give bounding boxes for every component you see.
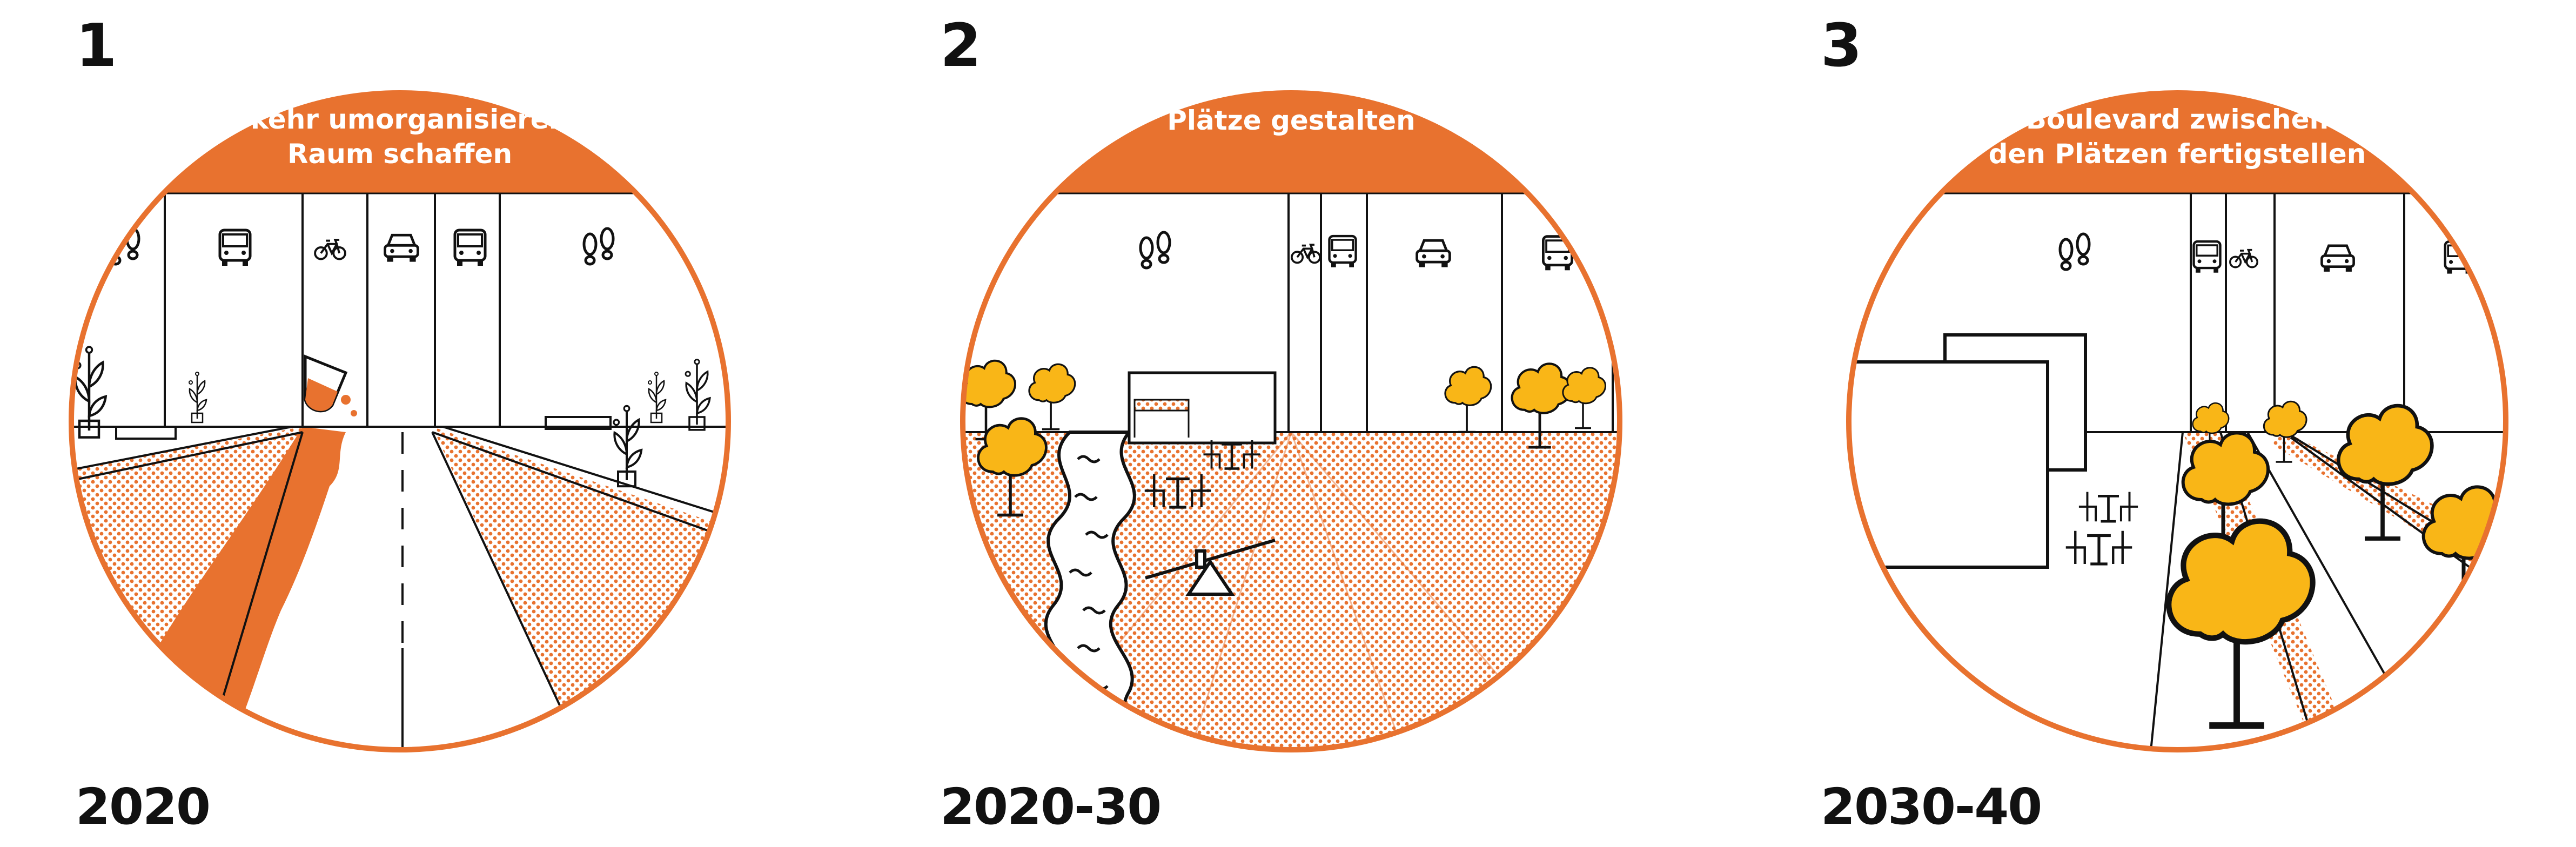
panel-1-title-line-2: Raum schaffen: [287, 138, 512, 170]
panel-2-illustration: [963, 93, 1620, 750]
period-label-2: 2020-30: [940, 778, 1162, 836]
panel-2-title-line-1: Plätze gestalten: [1167, 105, 1416, 136]
paint-bucket-icon: [304, 354, 357, 416]
panel-3-illustration: [1849, 93, 2506, 750]
cafe-table-icon: [1204, 440, 1260, 469]
cafe-table-icon: [2066, 531, 2132, 564]
step-number-3: 3: [1821, 11, 1862, 80]
step-number-1: 1: [76, 11, 117, 80]
period-label-1: 2020: [76, 778, 211, 836]
roadway: [335, 427, 583, 750]
cafe-table-icon: [2079, 492, 2138, 522]
bench-icon: [115, 426, 177, 440]
step-number-2: 2: [940, 11, 982, 80]
panel-3-title-line-1: Boulevard zwischen: [2026, 104, 2329, 135]
market-stall-icon: [1128, 371, 1277, 445]
panel-1-title-line-1: Verkehr umorganisieren +: [199, 104, 600, 135]
period-label-3: 2030-40: [1821, 778, 2042, 836]
bench-icon: [545, 416, 612, 430]
cafe-table-icon: [1145, 474, 1211, 507]
building: [1849, 360, 2049, 569]
panel-3-title-line-2: den Plätzen fertigstellen: [1989, 138, 2366, 170]
seesaw-icon: [1145, 539, 1276, 596]
